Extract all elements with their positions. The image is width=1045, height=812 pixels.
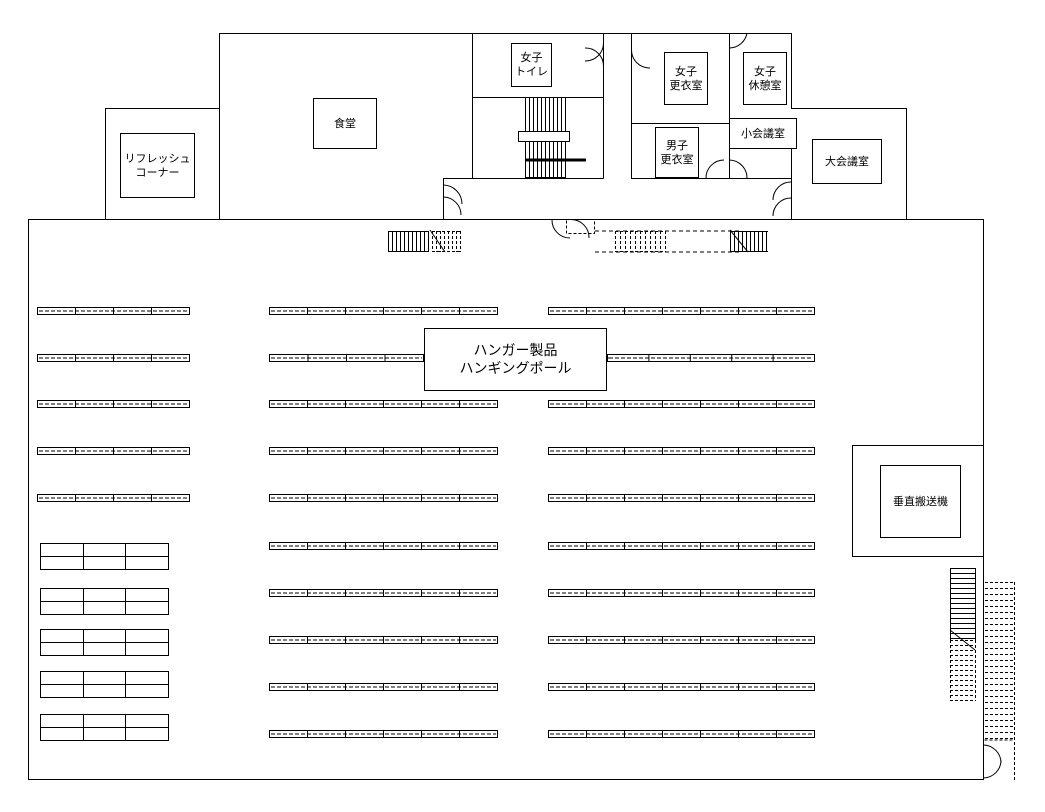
hanging-rail [269, 354, 424, 362]
stair-right-exterior [949, 568, 1015, 780]
hanging-rail [548, 636, 815, 644]
hanging-rail [548, 730, 815, 738]
hanging-rail [269, 494, 498, 502]
small-meeting-label: 小会議室 [741, 126, 785, 140]
womens-locker-label: 女子 更衣室 [669, 64, 703, 92]
hanging-rail [548, 400, 815, 408]
hanger-label-box [424, 328, 607, 391]
hanging-rail [548, 307, 815, 315]
large-meeting-label: 大会議室 [825, 154, 869, 168]
womens-toilet-label: 女子 トイレ [515, 51, 548, 78]
hanging-rail [37, 400, 190, 408]
hanging-rail [269, 636, 498, 644]
hanging-rail [548, 542, 815, 550]
refresh-corner-label: リフレッシュ コーナー [124, 151, 191, 179]
hanging-rail [269, 683, 498, 691]
hanging-rail [607, 354, 815, 362]
storage-rack [40, 629, 169, 656]
hanging-rail [548, 589, 815, 597]
hanging-rail [37, 307, 190, 315]
hanging-rail [548, 494, 815, 502]
storage-rack [40, 543, 169, 570]
warehouse-floor-outline [28, 219, 984, 780]
hanging-rail [269, 589, 498, 597]
main-staircase [518, 97, 586, 178]
hanging-rail [37, 447, 190, 455]
hanging-rail [269, 542, 498, 550]
stair-group-top [388, 229, 768, 253]
hanging-rail [548, 683, 815, 691]
small-meeting-outline [729, 118, 797, 149]
storage-rack [40, 671, 169, 698]
hanging-rail [548, 447, 815, 455]
cafeteria-label: 食堂 [334, 116, 356, 130]
hanging-rail [269, 400, 498, 408]
storage-rack [40, 714, 169, 741]
vertical-conveyor-label: 垂直搬送機 [893, 494, 948, 508]
hanging-rail [37, 354, 190, 362]
hanging-rail [269, 447, 498, 455]
hanging-rail [269, 730, 498, 738]
hanging-rail [269, 307, 498, 315]
womens-rest-label: 女子 休憩室 [748, 64, 782, 92]
mens-locker-label: 男子 更衣室 [660, 138, 694, 166]
storage-rack [40, 588, 169, 615]
hanger-area-label: ハンガー製品 ハンギングポール [459, 342, 572, 377]
hanging-rail [37, 494, 190, 502]
hanging-rails [37, 307, 815, 741]
